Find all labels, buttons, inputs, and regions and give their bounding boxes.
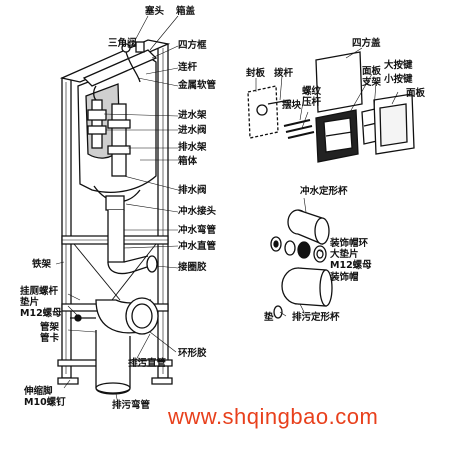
label-square-cover: 四方盖 <box>352 38 381 49</box>
label-waste-straight-pipe: 排污直管 <box>128 358 167 369</box>
label-inlet-bracket: 进水架 <box>178 110 207 121</box>
label-swing-block: 摆块 <box>282 100 302 111</box>
label-waste-bend: 排污弯管 <box>112 400 151 411</box>
label-face-plate: 面板 <box>406 88 426 99</box>
waste-pipe <box>70 297 159 395</box>
label-thread: 螺纹 <box>302 86 322 97</box>
label-sealing-plate: 封板 <box>246 68 266 79</box>
label-washer: 垫片 <box>20 297 40 308</box>
flush-valve <box>107 103 131 177</box>
label-m12-nut: M12螺母 <box>20 308 62 319</box>
label-flush-forming-cup: 冲水定形杯 <box>300 186 348 197</box>
label-flush-bend: 冲水弯管 <box>178 225 217 236</box>
label-pipe-holder: 管架 <box>40 322 60 333</box>
label-large-washer: 大垫片 <box>330 249 359 260</box>
label-drain-bracket: 排水架 <box>178 142 207 153</box>
label-telescopic-foot: 伸缩脚 <box>24 386 53 397</box>
label-push-rod: 压杆 <box>302 97 322 108</box>
label-tank-lid: 箱盖 <box>176 6 196 17</box>
label-panel-bracket: 支架 <box>362 77 382 88</box>
label-small-button: 小按键 <box>384 74 413 85</box>
label-flush-connector: 冲水接头 <box>178 206 217 217</box>
label-angle-valve: 三角阀 <box>108 38 137 49</box>
label-m10-screw: M10螺钉 <box>24 397 66 408</box>
push-plate-exploded <box>247 51 415 163</box>
angle-valve-and-hose <box>121 41 145 83</box>
label-drain-valve: 排水阀 <box>178 185 207 196</box>
label-waste-forming-cup: 排污定形杯 <box>292 312 340 323</box>
label-metal-hose: 金属软管 <box>178 80 217 91</box>
label-tank-body: 箱体 <box>178 156 198 167</box>
label-decorative-cap: 装饰帽 <box>330 272 359 283</box>
watermark-url: www.shqingbao.com <box>168 404 379 429</box>
flush-fitting-parts <box>270 209 333 319</box>
label-m12-nut-right: M12螺母 <box>330 260 372 271</box>
label-inlet-valve: 进水阀 <box>178 125 207 136</box>
label-ring-rubber: 接圈胶 <box>178 262 207 273</box>
label-lever: 拨杆 <box>274 68 294 79</box>
label-pad: 垫 <box>264 312 274 323</box>
label-large-button: 大按键 <box>384 60 413 71</box>
flush-pipe <box>107 210 158 275</box>
leader-lines <box>55 15 399 405</box>
label-pipe-clamp: 管卡 <box>40 333 60 344</box>
label-cap-ring: 装饰帽环 <box>330 238 369 249</box>
label-connecting-rod: 连杆 <box>178 62 198 73</box>
label-panel-upper: 面板 <box>362 66 382 77</box>
label-flush-straight-pipe: 冲水直管 <box>178 241 217 252</box>
label-ring-gasket: 环形胶 <box>178 348 207 359</box>
label-wc-bolt: 挂厕螺杆 <box>20 286 59 297</box>
label-iron-frame: 铁架 <box>32 259 52 270</box>
label-stopper: 塞头 <box>145 6 165 17</box>
label-square-frame: 四方框 <box>178 40 207 51</box>
